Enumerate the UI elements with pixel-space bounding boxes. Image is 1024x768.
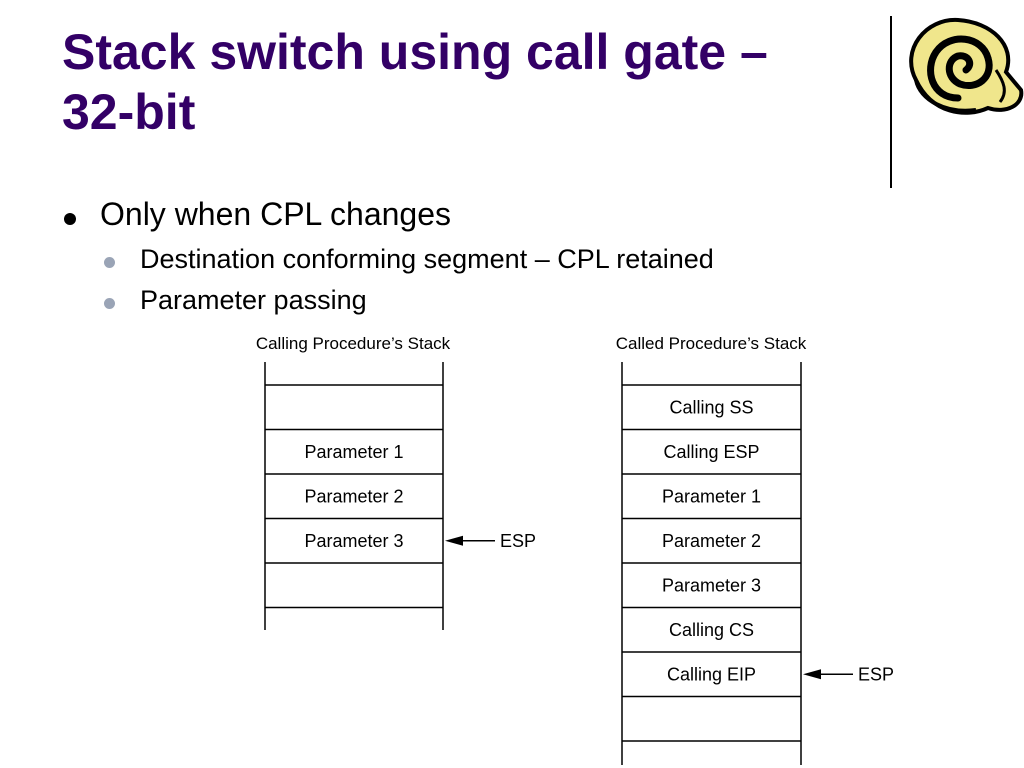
right-esp-label: ESP xyxy=(858,664,894,684)
left-stack-cell-label: Parameter 2 xyxy=(304,486,403,506)
right-stack-cell-label: Parameter 2 xyxy=(662,531,761,551)
right-stack-cell-label: Parameter 3 xyxy=(662,575,761,595)
sub-bullet-dot xyxy=(104,298,115,309)
right-stack-cell-label: Calling ESP xyxy=(663,442,759,462)
right-esp-pointer: ESP xyxy=(803,664,894,684)
right-stack-cell-label: Calling SS xyxy=(669,397,753,417)
bullet-1: Only when CPL changes xyxy=(100,196,452,232)
sub-bullet-1: Destination conforming segment – CPL ret… xyxy=(140,244,714,274)
called-procedure-stack: Called Procedure’s Stack Calling SS Calli… xyxy=(616,334,894,765)
calling-procedure-stack: Calling Procedure’s Stack Parameter 1 Par… xyxy=(256,334,536,630)
sub-bullet-dot xyxy=(104,257,115,268)
right-stack-cell-label: Parameter 1 xyxy=(662,486,761,506)
scroll-logo-icon xyxy=(909,17,1024,115)
left-esp-label: ESP xyxy=(500,531,536,551)
right-stack-title: Called Procedure’s Stack xyxy=(616,334,807,353)
sub-bullet-2: Parameter passing xyxy=(140,285,367,315)
slide-title-line-2: 32-bit xyxy=(62,84,196,140)
bullet-dot xyxy=(64,213,76,225)
left-esp-pointer: ESP xyxy=(445,531,536,551)
slide-title-line-1: Stack switch using call gate – xyxy=(62,24,768,80)
left-stack-title: Calling Procedure’s Stack xyxy=(256,334,451,353)
slide-title: Stack switch using call gate – 32-bit xyxy=(62,22,862,142)
left-stack-cell-label: Parameter 1 xyxy=(304,442,403,462)
header-divider xyxy=(890,16,892,188)
right-stack-cell-label: Calling CS xyxy=(669,620,754,640)
right-stack-cell-label: Calling EIP xyxy=(667,664,756,684)
left-stack-cell-label: Parameter 3 xyxy=(304,531,403,551)
